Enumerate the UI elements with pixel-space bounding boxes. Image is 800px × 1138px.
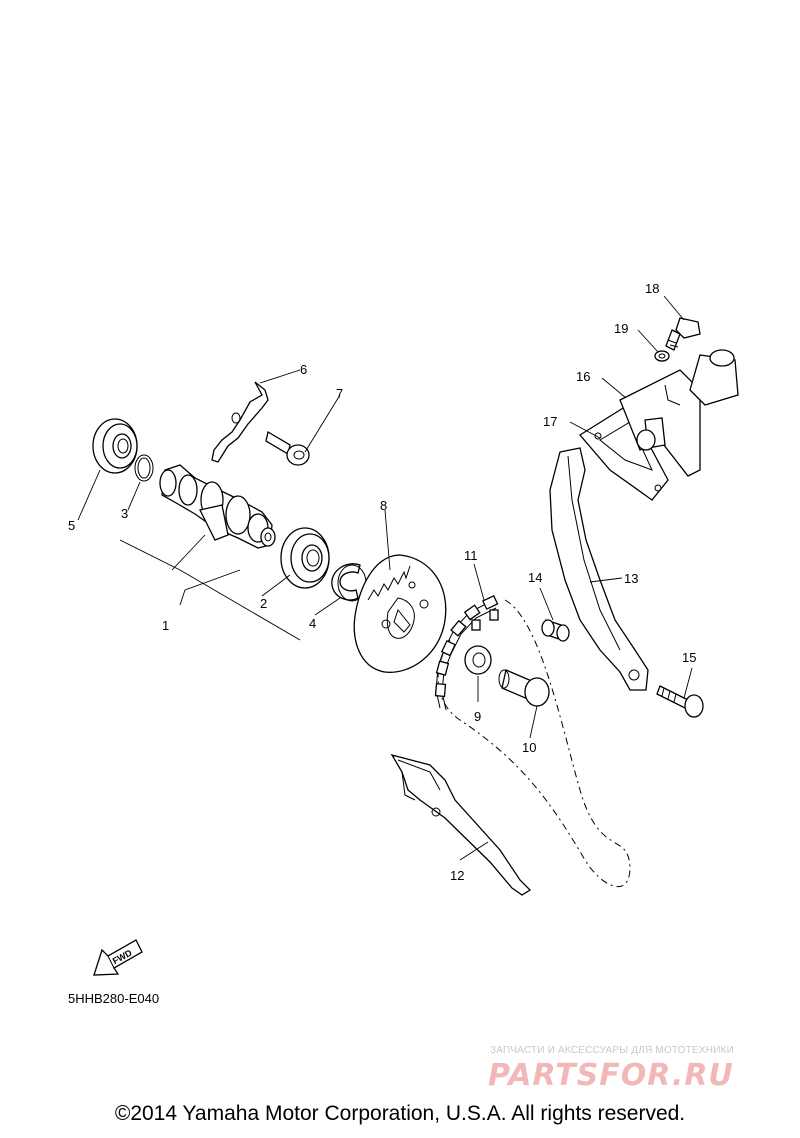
cam-chain-11 — [434, 594, 499, 711]
chain-guide-12 — [390, 753, 532, 896]
label-part-6: 6 — [300, 362, 307, 377]
label-part-1: 1 — [162, 618, 169, 633]
bolt-7 — [265, 430, 310, 466]
label-part-9: 9 — [474, 709, 481, 724]
camshaft-1 — [159, 464, 276, 549]
chain-route — [437, 599, 631, 888]
label-part-7: 7 — [336, 386, 343, 401]
washer-9 — [464, 645, 492, 675]
label-part-18: 18 — [645, 281, 659, 296]
label-part-15: 15 — [682, 650, 696, 665]
leader-lines — [77, 295, 693, 861]
tensioner-16 — [619, 349, 739, 477]
label-part-14: 14 — [528, 570, 542, 585]
bolt-18 — [665, 317, 701, 351]
label-part-5: 5 — [68, 518, 75, 533]
cam-sprocket-8 — [353, 554, 447, 673]
bearing-right-2 — [280, 527, 330, 589]
chain-guide-13 — [549, 447, 649, 691]
watermark-logo: PARTSFOR.RU — [488, 1058, 734, 1093]
label-part-8: 8 — [380, 498, 387, 513]
label-part-17: 17 — [543, 414, 557, 429]
label-part-10: 10 — [522, 740, 536, 755]
label-part-16: 16 — [576, 369, 590, 384]
fwd-arrow-icon: FWD — [93, 939, 143, 976]
label-part-3: 3 — [121, 506, 128, 521]
bearing-left-5 — [92, 418, 138, 474]
bolt-15 — [656, 685, 704, 718]
collar-14 — [541, 619, 570, 642]
label-part-11: 11 — [464, 548, 478, 563]
diagram-code: 5HHB280-E040 — [68, 991, 159, 1006]
plate-6 — [211, 381, 269, 463]
label-part-19: 19 — [614, 321, 628, 336]
washer-19 — [654, 350, 670, 362]
label-part-13: 13 — [624, 571, 638, 586]
o-ring-3 — [134, 454, 154, 482]
gasket-17 — [579, 404, 669, 501]
copyright-notice: ©2014 Yamaha Motor Corporation, U.S.A. A… — [114, 1102, 686, 1125]
watermark-tagline: ЗАПЧАСТИ И АКСЕССУАРЫ ДЛЯ МОТОТЕХНИКИ — [490, 1045, 735, 1056]
label-part-2: 2 — [260, 596, 267, 611]
bolt-10 — [498, 669, 550, 707]
label-part-12: 12 — [450, 868, 464, 883]
label-part-4: 4 — [309, 616, 316, 631]
